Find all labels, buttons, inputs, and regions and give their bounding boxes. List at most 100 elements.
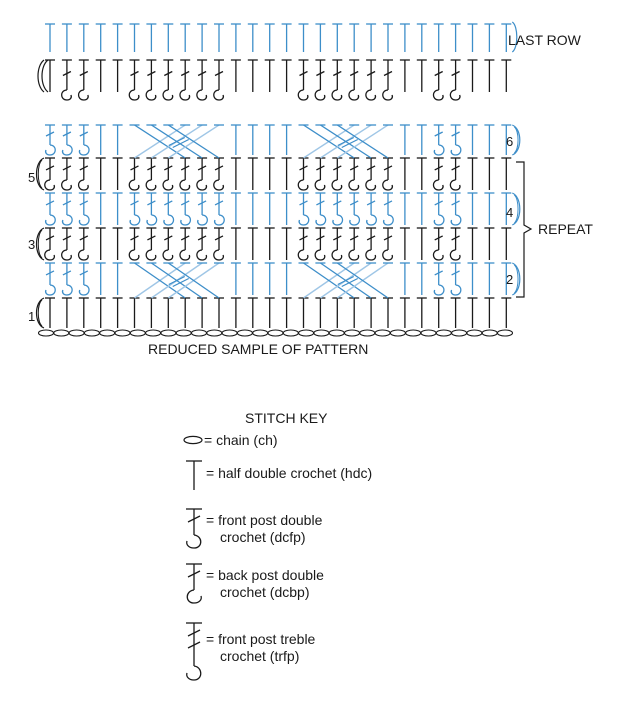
pattern-post-stitch <box>366 192 377 226</box>
chain-stitch <box>389 329 406 337</box>
row-number-3: 3 <box>28 237 35 252</box>
pattern-hdc-stitch <box>501 227 512 260</box>
pattern-post-stitch <box>349 192 361 226</box>
pattern-post-stitch <box>432 157 444 191</box>
pattern-hdc-stitch <box>501 124 512 155</box>
pattern-post-stitch <box>433 262 445 296</box>
pattern-post-stitch <box>449 227 461 261</box>
chain-stitch <box>328 329 345 337</box>
row-hdc-stitch <box>95 59 106 92</box>
pattern-hdc-stitch <box>399 262 410 295</box>
pattern-hdc-stitch <box>450 297 461 328</box>
chain-stitch <box>129 329 146 337</box>
pattern-hdc-stitch <box>247 227 258 260</box>
row-dcbp-stitch <box>382 59 394 101</box>
pattern-post-stitch <box>162 157 174 191</box>
last-row-hdc-stitch <box>366 23 377 52</box>
pattern-hdc-stitch <box>416 124 427 155</box>
last-row-hdc-stitch <box>264 23 275 52</box>
row-dcbp-stitch <box>145 59 157 101</box>
pattern-hdc-stitch <box>112 297 123 328</box>
pattern-post-stitch <box>78 262 90 296</box>
pattern-hdc-stitch <box>129 297 140 328</box>
key-trfp-text-1: = front post treble <box>206 631 316 647</box>
pattern-hdc-stitch <box>163 297 174 328</box>
pattern-post-stitch <box>449 157 461 191</box>
pattern-post-stitch <box>179 227 191 261</box>
chain-stitch <box>37 329 55 337</box>
pattern-post-stitch <box>162 227 174 261</box>
pattern-hdc-stitch <box>112 227 123 260</box>
last-row-hdc-stitch <box>399 23 410 52</box>
last-row-hdc-stitch <box>450 23 461 52</box>
pattern-post-stitch <box>129 192 141 226</box>
pattern-hdc-stitch <box>180 297 191 328</box>
pattern-hdc-stitch <box>298 297 309 328</box>
pattern-post-stitch <box>348 157 360 191</box>
pattern-hdc-stitch <box>112 124 123 155</box>
pattern-post-stitch <box>450 192 462 226</box>
cable-cross <box>129 124 224 159</box>
pattern-post-stitch <box>44 192 56 226</box>
pattern-post-stitch <box>163 192 175 226</box>
row-hdc-stitch <box>501 59 512 92</box>
chain-stitch <box>145 329 162 337</box>
pattern-post-stitch <box>128 227 140 261</box>
pattern-hdc-stitch <box>230 124 241 155</box>
cable-cross <box>298 124 393 159</box>
pattern-hdc-stitch <box>112 262 123 295</box>
row-dcbp-stitch <box>348 59 360 101</box>
last-row-hdc-stitch <box>433 23 444 52</box>
pattern-hdc-stitch <box>501 192 512 225</box>
dcbp-symbol <box>186 563 202 604</box>
pattern-hdc-stitch <box>264 124 275 155</box>
row-number-2: 2 <box>506 272 513 287</box>
pattern-post-stitch <box>297 157 309 191</box>
pattern-post-stitch <box>332 192 344 226</box>
pattern-hdc-stitch <box>230 157 241 190</box>
row-dcbp-stitch <box>162 59 174 101</box>
pattern-post-stitch <box>61 227 72 261</box>
foundation-chain <box>37 329 514 337</box>
pattern-post-stitch <box>44 124 56 156</box>
pattern-post-stitch <box>44 227 56 261</box>
pattern-post-stitch <box>179 157 191 191</box>
pattern-hdc-stitch <box>146 297 157 328</box>
pattern-hdc-stitch <box>264 192 275 225</box>
chain-stitch <box>114 329 131 337</box>
chain-stitch <box>99 329 116 337</box>
pattern-chart <box>44 124 512 328</box>
cable-cross <box>298 262 393 299</box>
pattern-post-stitch <box>196 227 208 261</box>
chain-stitch <box>313 329 330 337</box>
chain-stitch <box>221 329 238 337</box>
pattern-post-stitch <box>145 157 157 191</box>
pattern-hdc-stitch <box>95 124 106 155</box>
pattern-hdc-stitch <box>416 262 427 295</box>
pattern-hdc-stitch <box>281 192 292 225</box>
pattern-hdc-stitch <box>247 124 258 155</box>
pattern-hdc-stitch <box>247 157 258 190</box>
row-dcbp-stitch <box>314 59 326 101</box>
pattern-hdc-stitch <box>349 297 360 328</box>
last-row-hdc-stitch <box>78 23 89 52</box>
chain-stitch <box>206 329 223 337</box>
stitch-key-title: STITCH KEY <box>245 410 328 426</box>
chain-stitch <box>267 329 284 337</box>
pattern-hdc-stitch <box>230 262 241 295</box>
pattern-post-stitch <box>433 192 445 226</box>
key-dcfp-text-2: crochet (dcfp) <box>220 529 306 545</box>
turning-chains <box>35 124 521 329</box>
key-trfp-text-2: crochet (trfp) <box>220 648 299 664</box>
key-hdc-text: = half double crochet (hdc) <box>206 465 372 481</box>
last-row-hdc-stitch <box>112 23 123 52</box>
pattern-post-stitch <box>382 227 394 261</box>
chain-stitch <box>298 329 315 337</box>
pattern-hdc-stitch <box>433 297 444 328</box>
pattern-hdc-stitch <box>95 297 106 328</box>
pattern-post-stitch <box>450 124 462 156</box>
key-hdc-row: = half double crochet (hdc) <box>186 460 372 490</box>
chain-stitch <box>466 329 483 337</box>
pattern-hdc-stitch <box>214 297 224 328</box>
pattern-post-stitch <box>128 157 140 191</box>
